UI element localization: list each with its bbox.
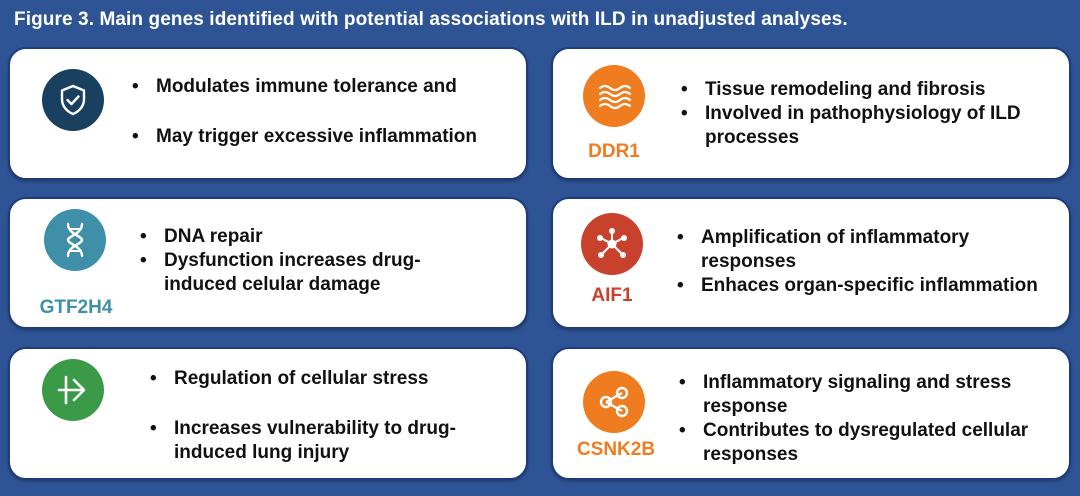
- figure-title: Figure 3. Main genes identified with pot…: [14, 9, 848, 30]
- gene-icon-2: [577, 59, 651, 133]
- bullet-list-2: Tissue remodeling and fibrosis Involved …: [681, 78, 1061, 150]
- gene-label-6: CSNK2B: [576, 439, 656, 460]
- bullet-item: Enhaces organ-specific inflammation: [677, 274, 1067, 298]
- bullet-item: Regulation of cellular stress: [150, 367, 520, 391]
- gene-icon-3: [38, 203, 112, 277]
- bullet-item: Modulates immune tolerance and: [132, 75, 522, 99]
- gene-icon-1: [36, 63, 110, 137]
- gene-label-3: GTF2H4: [39, 297, 113, 318]
- bullet-item: May trigger excessive inflammation: [132, 125, 522, 149]
- gene-label-2: DDR1: [588, 141, 640, 162]
- bullet-item: Tissue remodeling and fibrosis: [681, 78, 1061, 102]
- gene-card-6: CSNK2B Inflammatory signaling and stress…: [551, 347, 1071, 480]
- bullet-item: Dysfunction increases drug-induced celul…: [140, 249, 460, 297]
- gene-icon-6: [577, 365, 651, 439]
- bullet-item: Amplification of inflammatory responses: [677, 226, 997, 274]
- gene-icon-5: [36, 353, 110, 427]
- shield-check-icon: [60, 84, 86, 116]
- bullet-item: Contributes to dysregulated cellular res…: [679, 419, 1067, 467]
- gene-icon-4: [575, 207, 649, 281]
- dna-icon: [66, 222, 84, 258]
- bullet-list-5: Regulation of cellular stress Increases …: [150, 367, 520, 465]
- bullet-item: Increases vulnerability to drug-induced …: [150, 417, 490, 465]
- gene-label-4: AIF1: [591, 285, 633, 306]
- bullet-list-6: Inflammatory signaling and stress respon…: [679, 371, 1067, 467]
- bullet-item: DNA repair: [140, 225, 520, 249]
- bullet-item: Involved in pathophysiology of ILD proce…: [681, 102, 1021, 150]
- bullet-list-3: DNA repair Dysfunction increases drug-in…: [140, 225, 520, 297]
- gene-card-2: DDR1 Tissue remodeling and fibrosis Invo…: [551, 47, 1071, 180]
- bullet-list-1: Modulates immune tolerance and May trigg…: [132, 75, 522, 149]
- gene-card-1: Modulates immune tolerance and May trigg…: [8, 47, 528, 180]
- gene-card-3: GTF2H4 DNA repair Dysfunction increases …: [8, 197, 528, 329]
- gene-card-4: AIF1 Amplification of inflammatory respo…: [551, 197, 1071, 329]
- gene-card-5: Regulation of cellular stress Increases …: [8, 347, 528, 480]
- waves-icon: [598, 84, 632, 110]
- bullet-list-4: Amplification of inflammatory responses …: [677, 226, 1067, 298]
- bullet-item: Inflammatory signaling and stress respon…: [679, 371, 1039, 419]
- arrow-right-icon: [57, 375, 86, 405]
- share-icon: [599, 386, 629, 418]
- network-icon: [597, 228, 627, 258]
